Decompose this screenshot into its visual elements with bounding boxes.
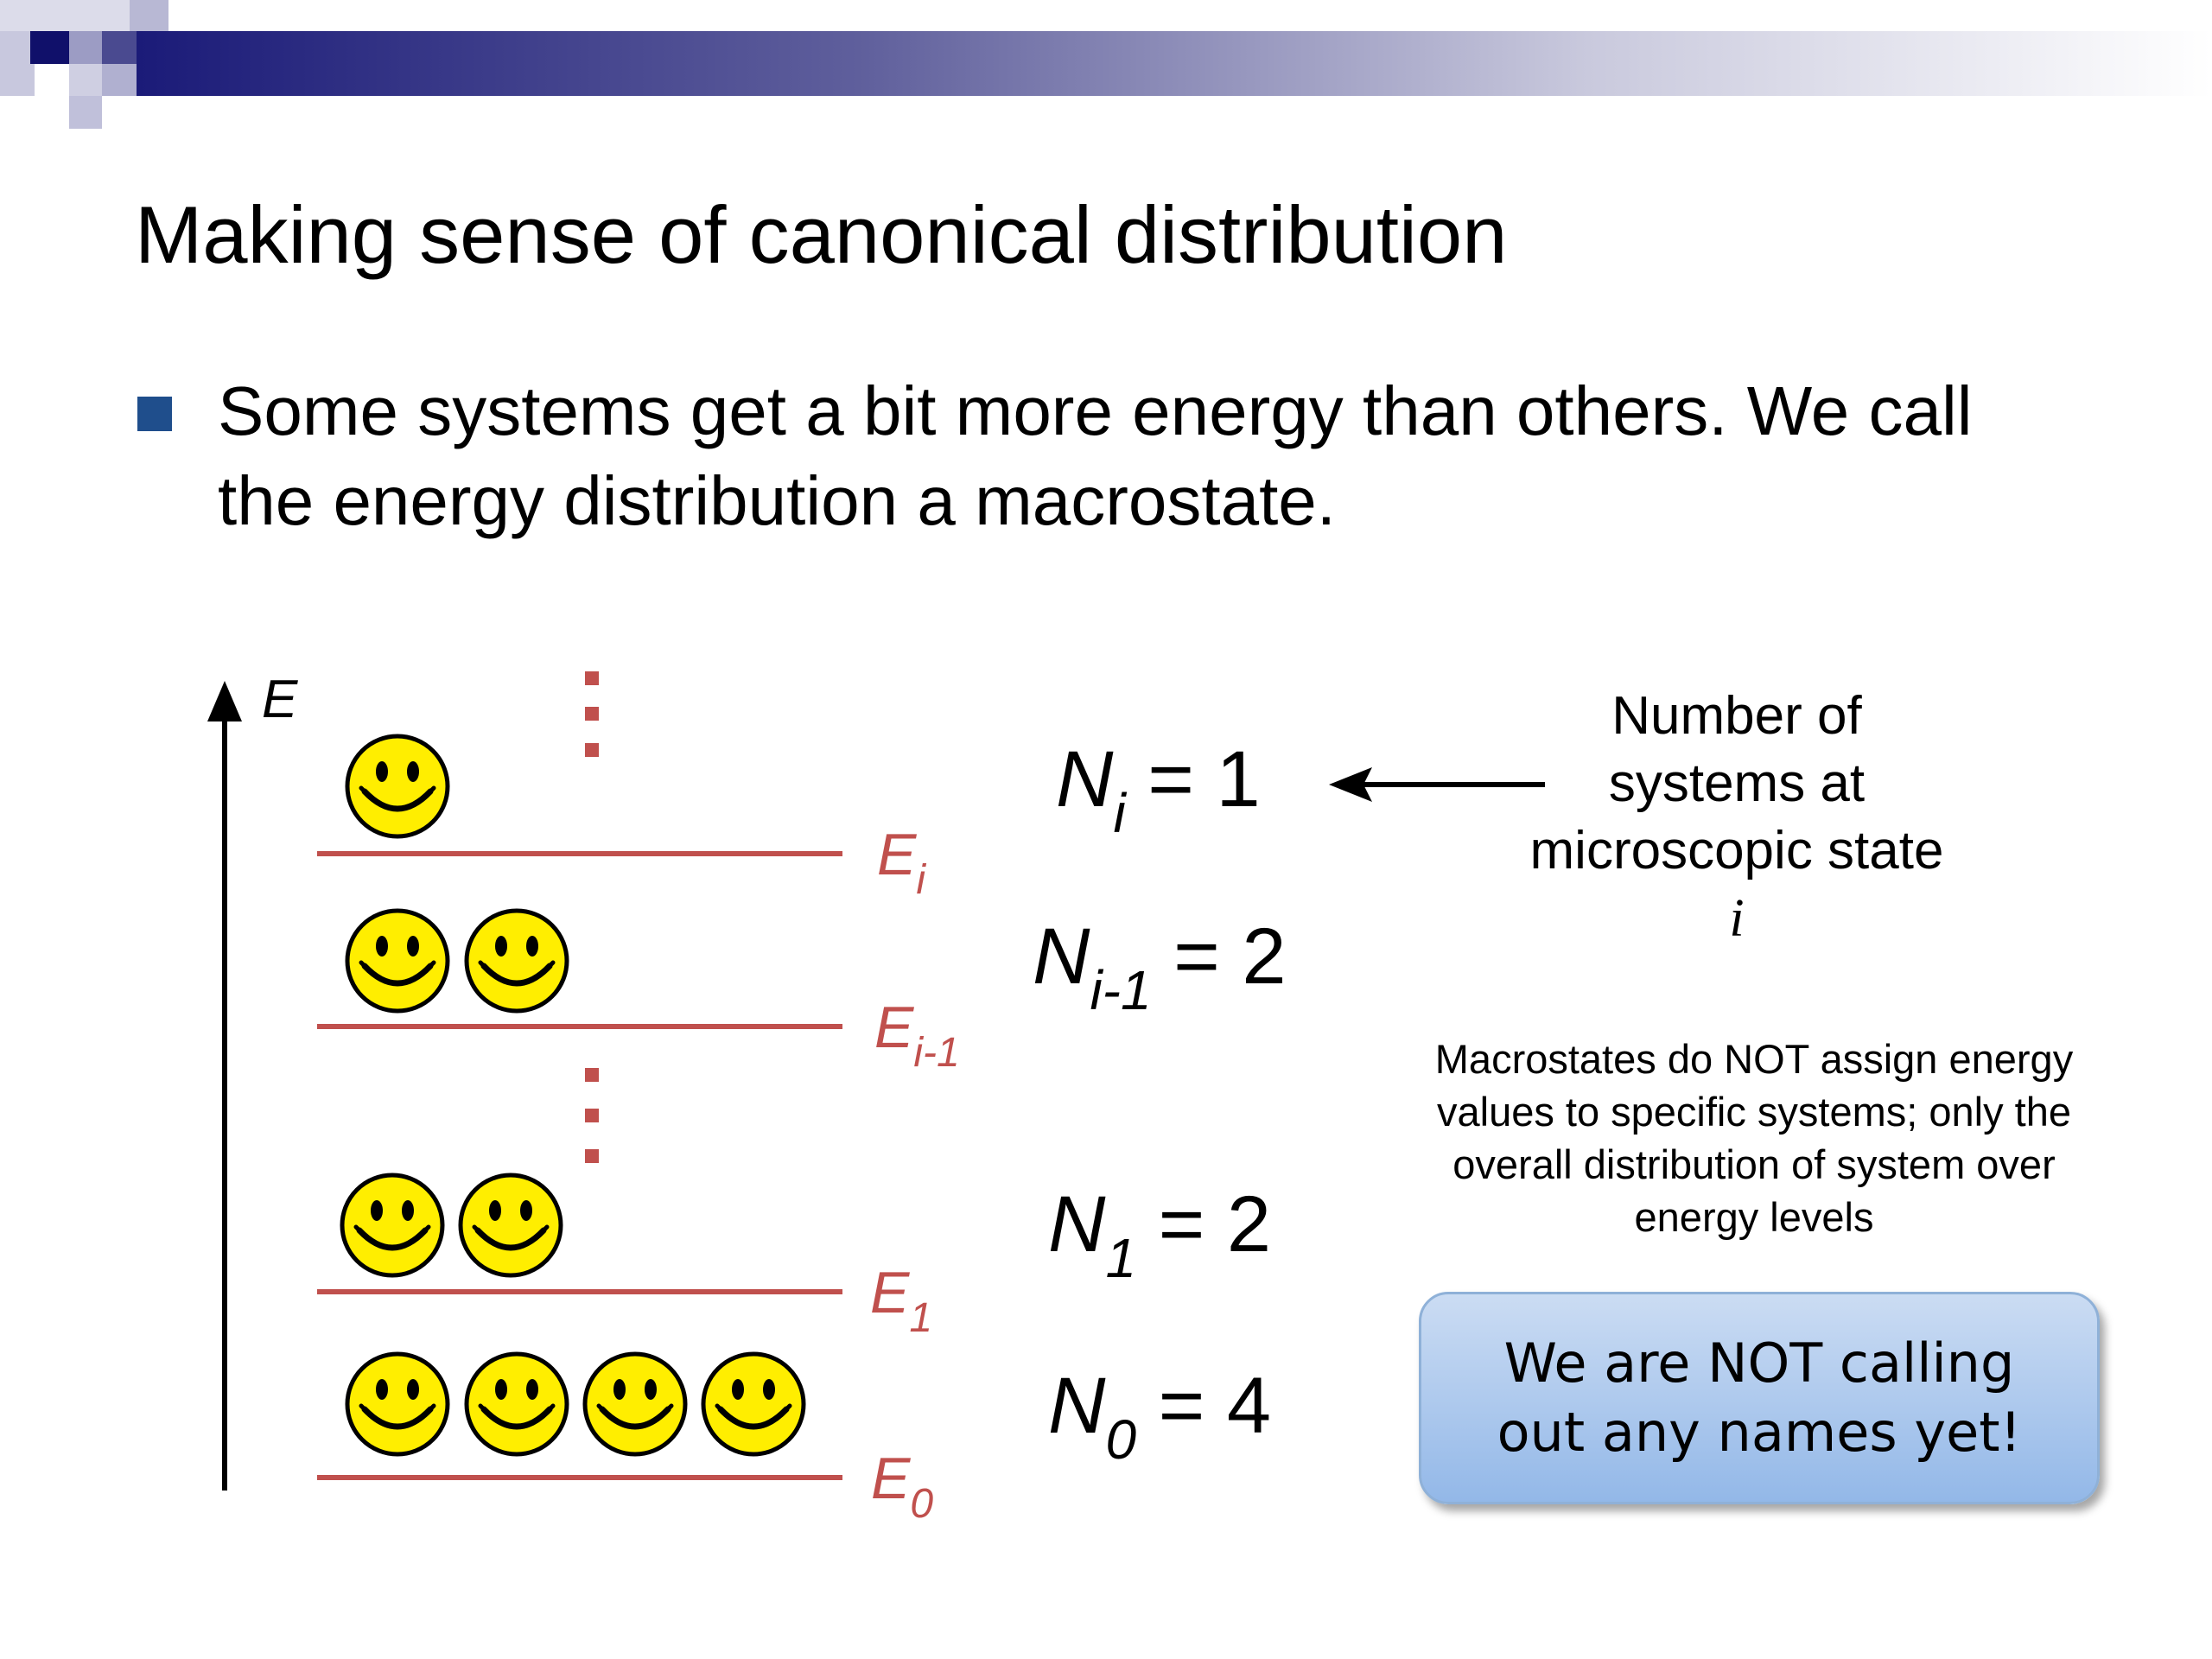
smiley-icon [467,911,567,1011]
bullet-marker [137,397,172,431]
number-of-systems-note: Number of systems at microscopic state i [1529,686,1944,948]
occupation-number-0: N0 = 4 [1048,1362,1272,1471]
level-label-i: Ei [877,822,926,903]
smiley-icon [347,736,448,836]
energy-axis-label: E [262,670,298,729]
callout-text: We are NOT calling out any names yet! [1497,1332,2022,1464]
pointer-arrowhead [1329,767,1372,802]
smiley-icon [703,1354,804,1454]
energy-axis-arrowhead [207,681,242,721]
macrostate-note: Macrostates do NOT assign energy values … [1434,1036,2074,1240]
ellipsis-middle [585,1068,599,1163]
occupation-number-i: Ni = 1 [1056,735,1261,844]
slide-title: Making sense of canonical distribution [135,189,1508,280]
smiley-icon [461,1175,561,1275]
bullet-text: Some systems get a bit more energy than … [218,372,1973,539]
level-label-i-1: Ei-1 [874,995,960,1076]
smiley-icon [585,1354,685,1454]
occupation-number-i-1: Ni-1 = 2 [1033,912,1287,1021]
level-label-0: E0 [871,1446,934,1527]
smiley-icon [347,1354,448,1454]
smiley-icon [342,1175,442,1275]
level-label-1: E1 [870,1260,933,1341]
smiley-icon [347,911,448,1011]
callout-box: We are NOT calling out any names yet! [1419,1292,2100,1504]
smiley-icon [467,1354,567,1454]
header-decoration [0,0,2212,129]
ellipsis-top [585,671,599,757]
occupation-number-1: N1 = 2 [1048,1180,1272,1289]
